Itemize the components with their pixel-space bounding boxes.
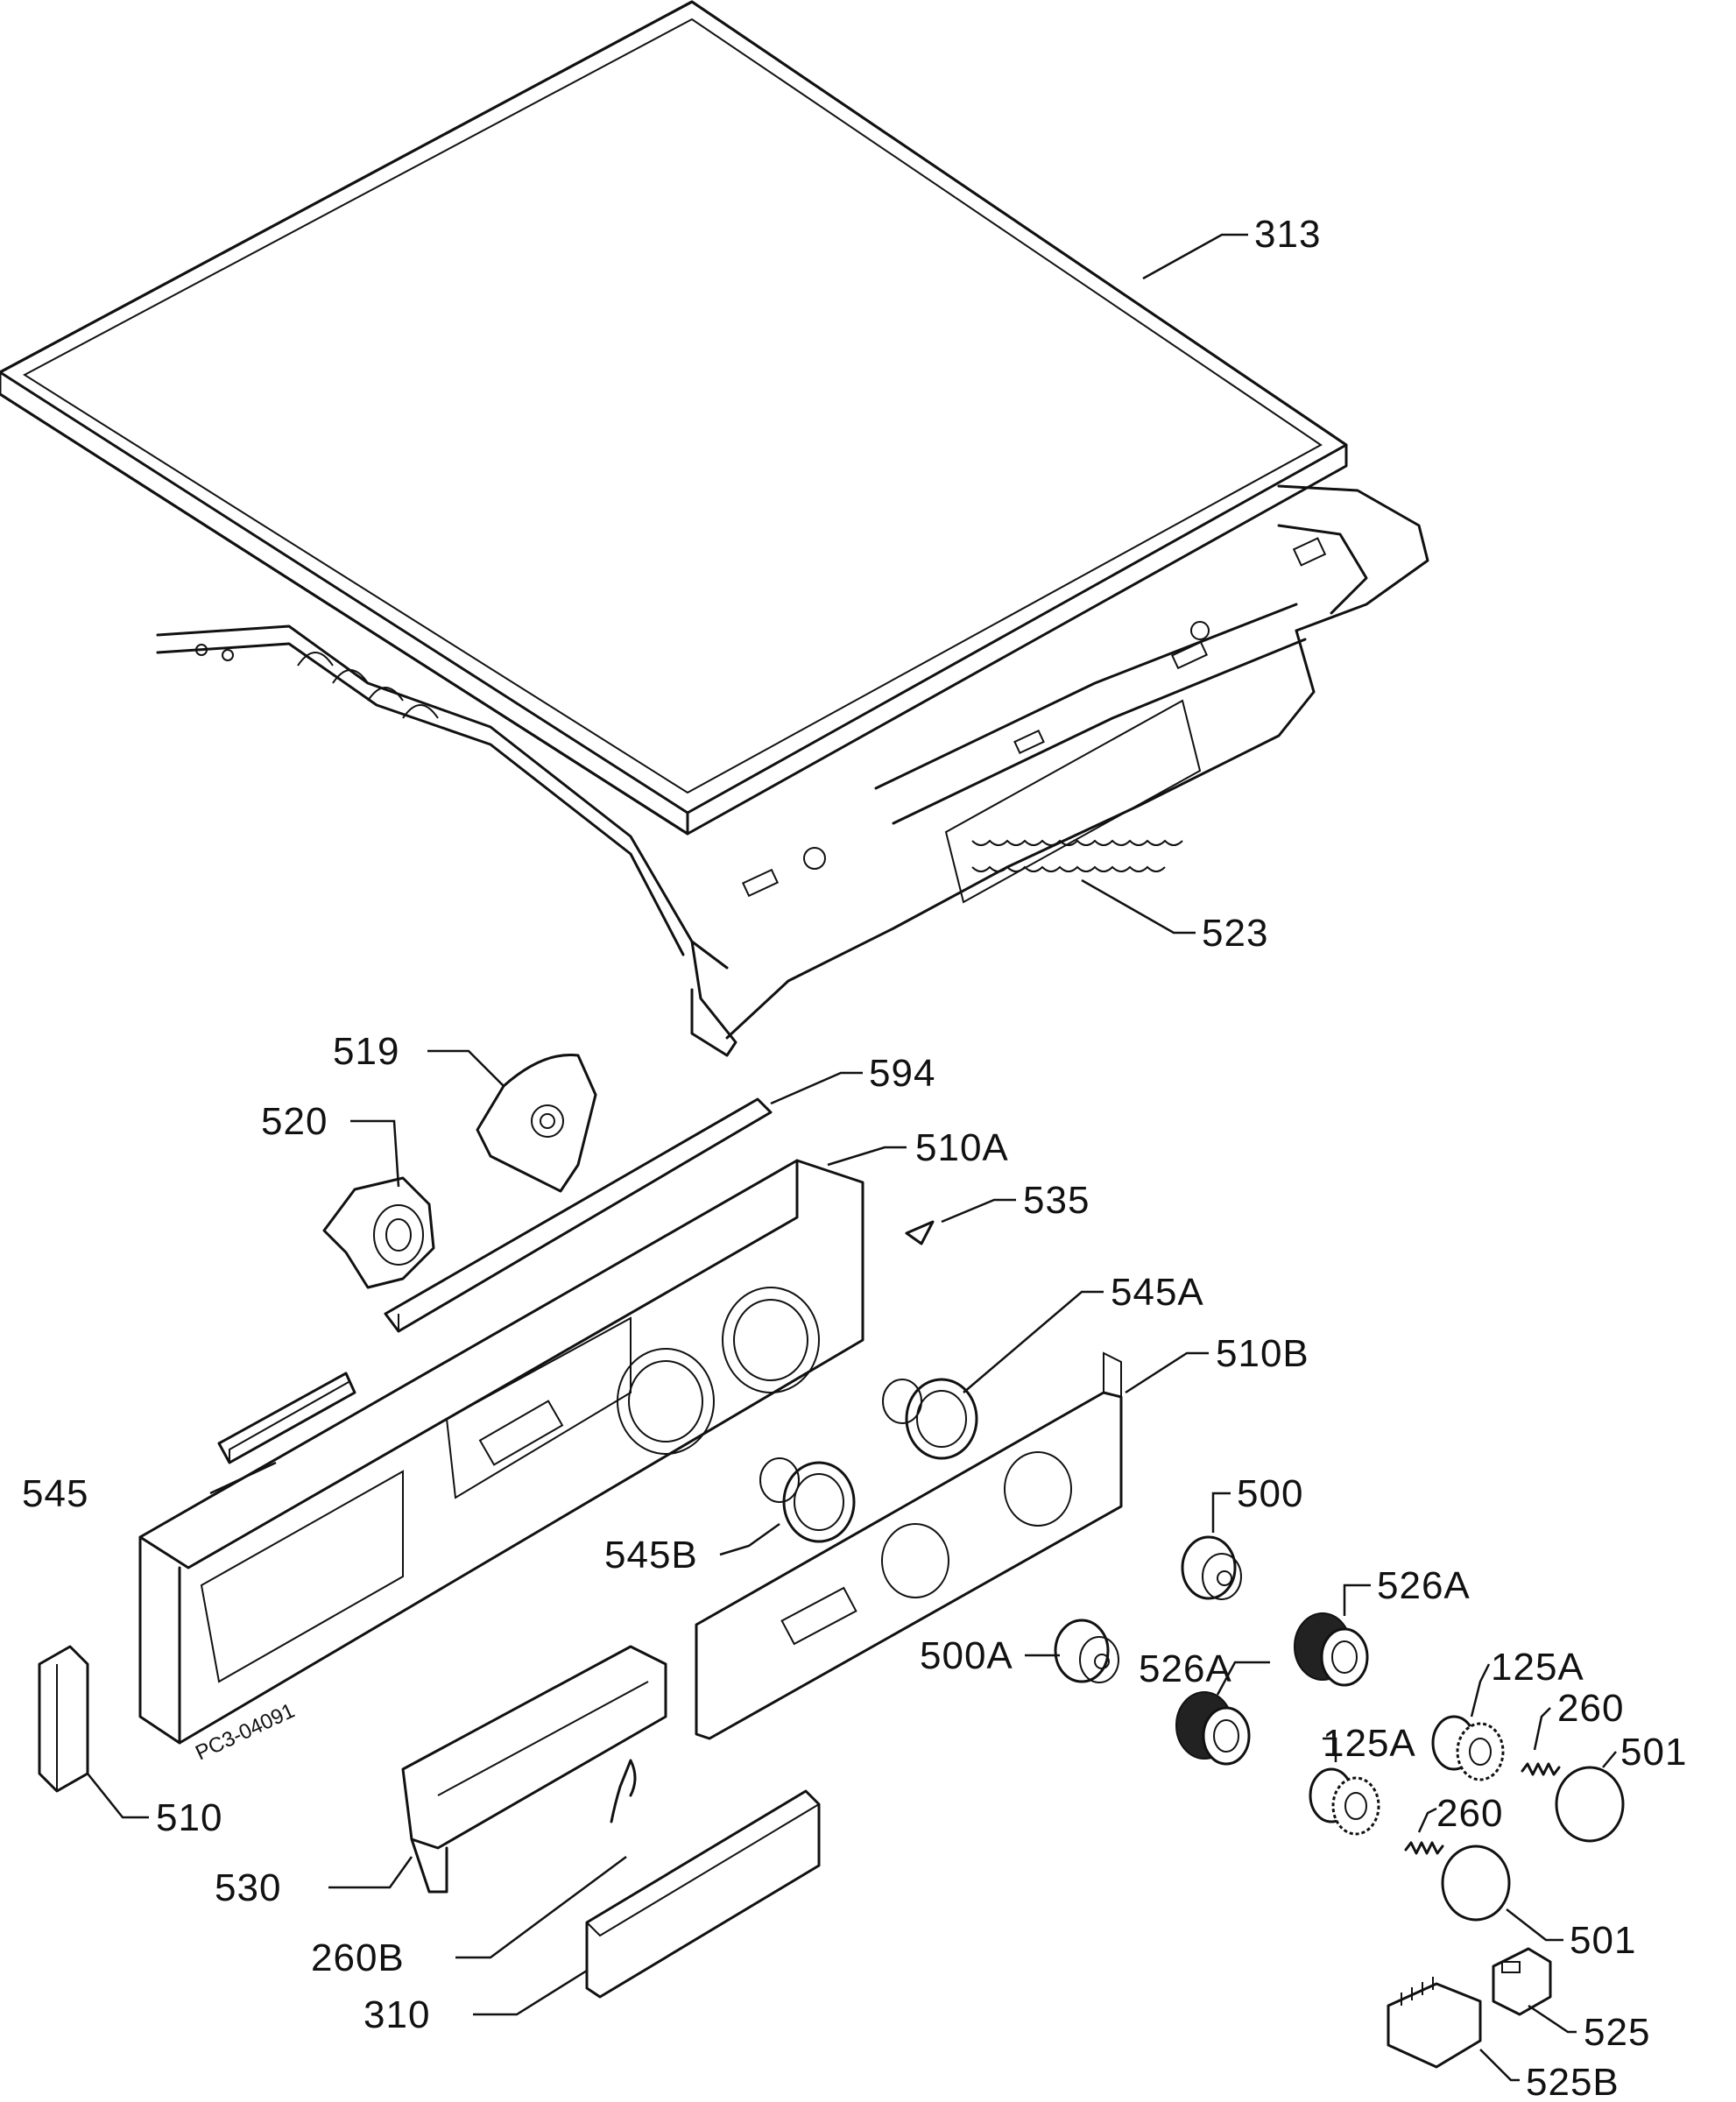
label-125a-upper: 125A <box>1491 1646 1584 1689</box>
part-260-spring-lower <box>1404 1841 1444 1855</box>
part-260b-clip <box>610 1759 637 1823</box>
part-501-cap-lower <box>1441 1845 1511 1922</box>
label-260-lower: 260 <box>1436 1792 1503 1835</box>
part-530-drawer-frame <box>401 1645 667 1894</box>
label-260b: 260B <box>311 1936 405 1979</box>
part-519-bracket <box>476 1053 597 1193</box>
label-500: 500 <box>1237 1472 1303 1515</box>
label-525b: 525B <box>1526 2061 1620 2102</box>
label-510a: 510A <box>915 1126 1009 1169</box>
part-510b-fascia <box>695 1351 1123 1740</box>
label-310: 310 <box>363 1993 430 2036</box>
label-501-lower: 501 <box>1570 1919 1636 1962</box>
label-500a: 500A <box>920 1634 1013 1677</box>
label-526a-lower: 526A <box>1139 1647 1232 1690</box>
label-260-upper: 260 <box>1557 1687 1624 1730</box>
part-500-knob-base <box>1181 1535 1242 1600</box>
label-525: 525 <box>1584 2011 1650 2054</box>
label-530: 530 <box>215 1866 281 1909</box>
label-501-upper: 501 <box>1620 1731 1687 1774</box>
part-525b-connector <box>1387 1977 1482 2069</box>
part-260-spring-upper <box>1521 1762 1561 1776</box>
part-545b-ring <box>759 1457 856 1543</box>
part-523-top-frame <box>156 484 1429 1057</box>
label-545b: 545B <box>604 1534 698 1576</box>
label-545a: 545A <box>1111 1271 1204 1314</box>
leader-lines <box>87 233 1617 2082</box>
part-520-holder <box>322 1176 435 1289</box>
part-313-worktop <box>0 0 1348 836</box>
label-526a-upper: 526A <box>1377 1564 1471 1607</box>
part-594-strip <box>384 1097 773 1333</box>
part-535-indicator <box>905 1220 935 1245</box>
part-525-connector <box>1492 1947 1552 2016</box>
label-523: 523 <box>1202 912 1268 955</box>
part-545a-ring <box>882 1378 978 1460</box>
part-labels: 313 523 519 594 520 510A 535 545A 510B 5… <box>22 213 1687 2102</box>
part-526a-knob-upper <box>1294 1612 1369 1687</box>
label-535: 535 <box>1023 1179 1090 1222</box>
label-520: 520 <box>261 1100 328 1143</box>
label-519: 519 <box>333 1030 399 1073</box>
label-545: 545 <box>22 1472 88 1515</box>
part-510-end-cap <box>38 1645 89 1793</box>
label-125a-lower: 125A <box>1323 1722 1416 1765</box>
label-313: 313 <box>1254 213 1321 256</box>
part-501-cap-upper <box>1555 1766 1625 1843</box>
label-594: 594 <box>869 1052 935 1095</box>
label-510b: 510B <box>1216 1332 1309 1375</box>
part-526a-knob-lower <box>1175 1691 1251 1766</box>
part-125a-gear-upper <box>1431 1715 1505 1781</box>
label-510: 510 <box>156 1796 222 1839</box>
part-510a-control-panel <box>138 1159 864 1745</box>
part-500a-knob-base <box>1054 1619 1119 1683</box>
part-545-insert <box>217 1372 356 1464</box>
part-310-cover <box>585 1789 821 1999</box>
part-125a-gear-lower <box>1309 1767 1380 1836</box>
